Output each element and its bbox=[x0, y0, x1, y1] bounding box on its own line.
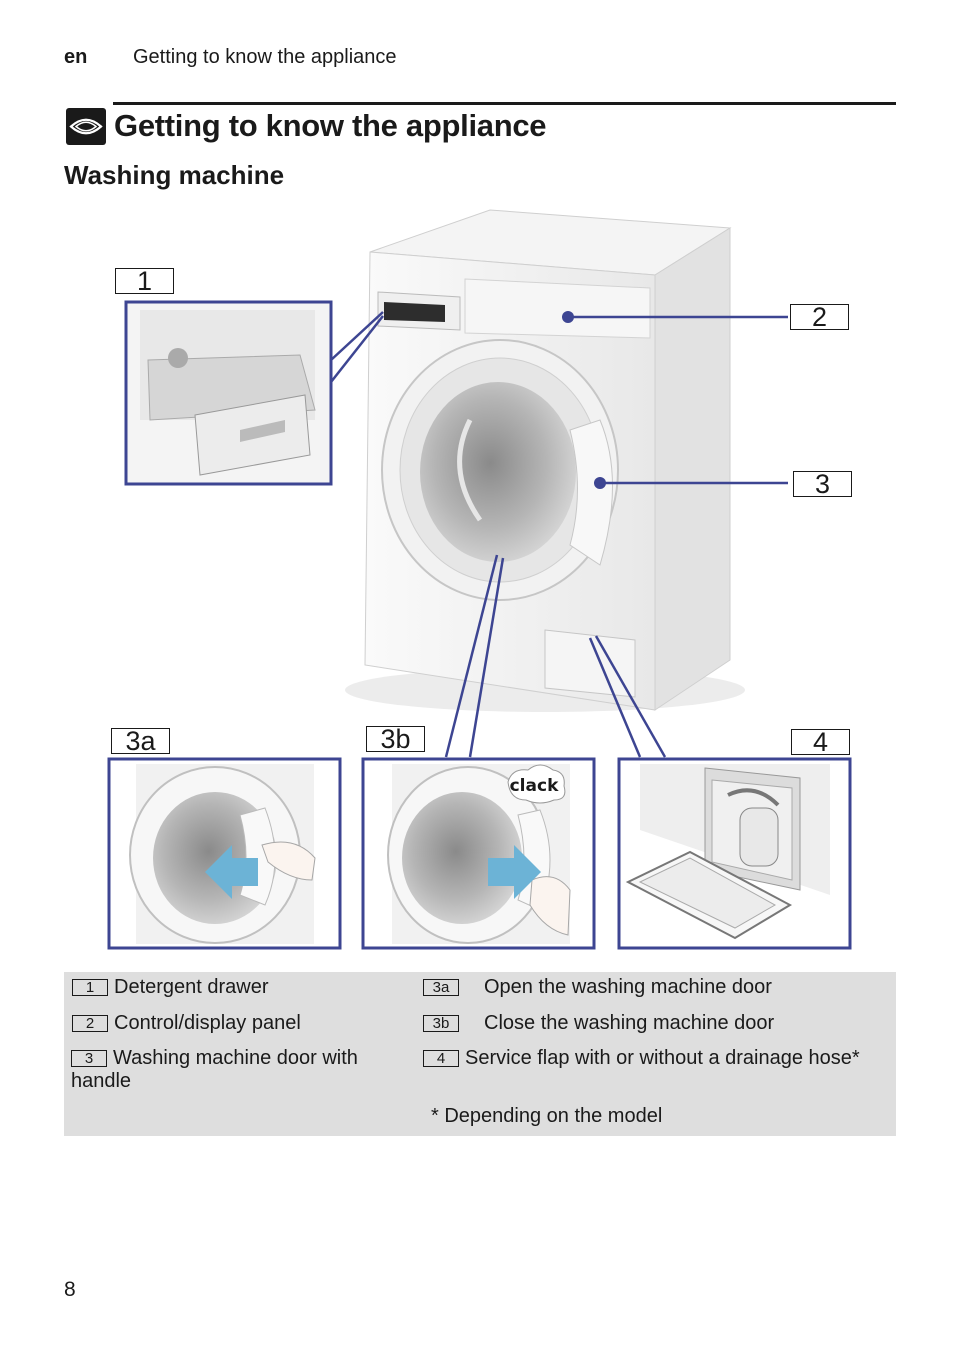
clack-label: clack bbox=[510, 776, 559, 796]
title-rule bbox=[113, 102, 896, 105]
section-heading: Washing machine bbox=[64, 160, 285, 190]
legend-num-box: 1 bbox=[72, 979, 108, 996]
page-number: 8 bbox=[64, 1278, 76, 1301]
legend-text: Close the washing machine door bbox=[484, 1012, 775, 1034]
inset-open-door bbox=[107, 757, 342, 950]
legend-item-3b: 3b Close the washing machine door bbox=[423, 1012, 774, 1035]
running-header: en Getting to know the appliance bbox=[64, 46, 397, 69]
callout-3b: 3b bbox=[366, 726, 425, 753]
inset-close-door: clack bbox=[361, 757, 596, 950]
legend-panel: 1 Detergent drawer 2 Control/display panel… bbox=[64, 972, 896, 1136]
legend-text: Detergent drawer bbox=[114, 976, 269, 998]
inset-detergent-drawer bbox=[124, 300, 384, 486]
legend-text: Service flap with or without a drainage … bbox=[465, 1047, 860, 1069]
callout-4: 4 bbox=[791, 729, 850, 756]
legend-text: Open the washing machine door bbox=[484, 976, 772, 998]
pointer-dot-3 bbox=[594, 477, 606, 489]
legend-text: Washing machine door with handle bbox=[71, 1047, 358, 1092]
callout-2: 2 bbox=[790, 304, 849, 331]
washing-machine-illustration: clack bbox=[107, 209, 852, 950]
legend-item-4: 4 Service flap with or without a drainage… bbox=[423, 1047, 863, 1070]
legend-text: Control/display panel bbox=[114, 1012, 301, 1034]
legend-num-box: 3a bbox=[423, 979, 459, 996]
pointer-dot-2 bbox=[562, 311, 574, 323]
legend-num-box: 3b bbox=[423, 1015, 459, 1032]
legend-item-3a: 3a Open the washing machine door bbox=[423, 976, 772, 999]
legend-num-box: 2 bbox=[72, 1015, 108, 1032]
language-code: en bbox=[64, 46, 88, 68]
running-section-title: Getting to know the appliance bbox=[133, 46, 397, 68]
inset-service-flap bbox=[617, 757, 852, 950]
legend-num-box: 4 bbox=[423, 1050, 459, 1067]
page-title: Getting to know the appliance bbox=[114, 108, 547, 143]
machine-body bbox=[364, 209, 732, 711]
callout-3: 3 bbox=[793, 471, 852, 498]
callout-1: 1 bbox=[115, 268, 174, 295]
legend-footnote: * Depending on the model bbox=[431, 1105, 663, 1127]
legend-item-1: 1 Detergent drawer bbox=[72, 976, 269, 999]
legend-num-box: 3 bbox=[71, 1050, 107, 1067]
callout-3a: 3a bbox=[111, 728, 170, 755]
legend-item-2: 2 Control/display panel bbox=[72, 1012, 301, 1035]
eye-icon bbox=[66, 108, 106, 145]
